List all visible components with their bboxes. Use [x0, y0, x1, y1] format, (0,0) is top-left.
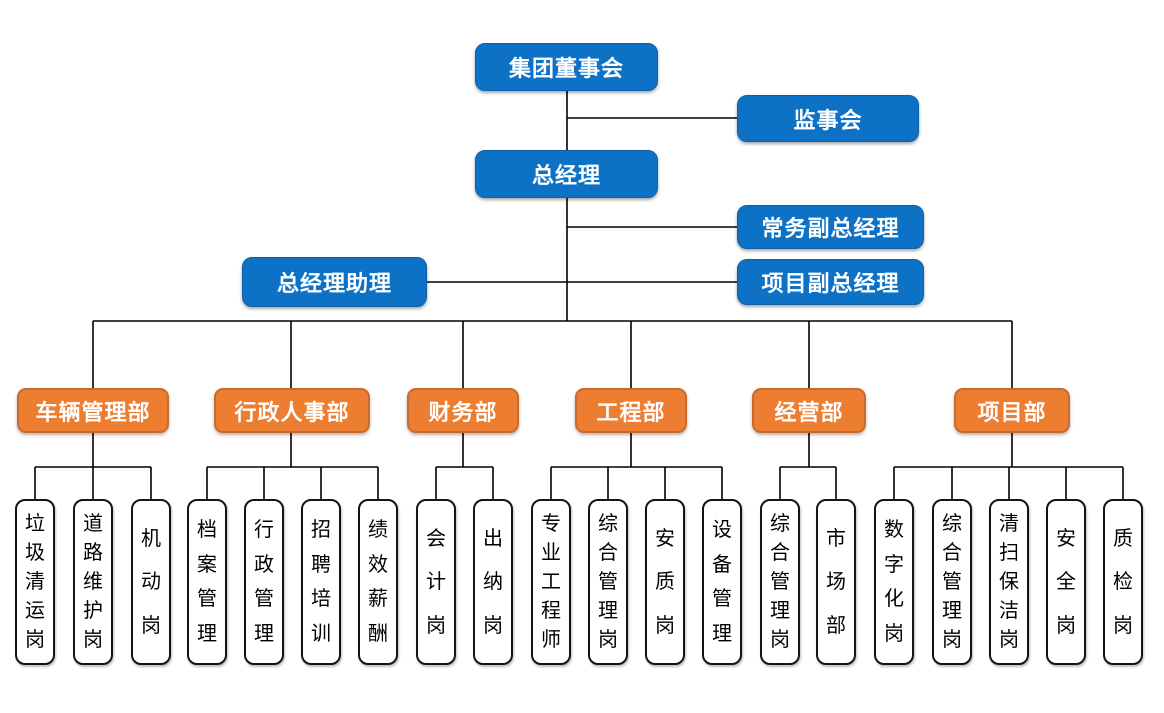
position-node: 道路维护岗 — [73, 499, 113, 665]
group-board-node: 集团董事会 — [475, 43, 658, 91]
position-node: 会计岗 — [416, 499, 456, 665]
position-node: 市场部 — [816, 499, 856, 665]
position-node: 综合管理岗 — [760, 499, 800, 665]
position-node: 专业工程师 — [531, 499, 571, 665]
position-node: 设备管理 — [702, 499, 742, 665]
position-node: 安质岗 — [645, 499, 685, 665]
position-node: 档案管理 — [187, 499, 227, 665]
dept-project-node: 项目部 — [954, 388, 1070, 433]
position-node: 综合管理岗 — [588, 499, 628, 665]
gm-assistant-node: 总经理助理 — [242, 257, 427, 307]
dept-admin-hr-node: 行政人事部 — [214, 388, 370, 433]
project-deputy-gm-node: 项目副总经理 — [737, 259, 924, 305]
position-node: 行政管理 — [244, 499, 284, 665]
position-node: 招聘培训 — [301, 499, 341, 665]
position-node: 安全岗 — [1046, 499, 1086, 665]
position-node: 绩效薪酬 — [358, 499, 398, 665]
general-manager-node: 总经理 — [475, 150, 658, 198]
position-node: 清扫保洁岗 — [989, 499, 1029, 665]
position-node: 出纳岗 — [473, 499, 513, 665]
supervisory-board-node: 监事会 — [737, 95, 919, 142]
position-node: 数字化岗 — [874, 499, 914, 665]
position-node: 质检岗 — [1103, 499, 1143, 665]
position-node: 垃圾清运岗 — [15, 499, 55, 665]
executive-deputy-gm-node: 常务副总经理 — [737, 205, 924, 249]
dept-vehicle-management-node: 车辆管理部 — [17, 388, 169, 433]
position-node: 机动岗 — [131, 499, 171, 665]
position-node: 综合管理岗 — [932, 499, 972, 665]
dept-engineering-node: 工程部 — [575, 388, 687, 433]
connector-path — [34, 91, 1124, 500]
dept-operations-node: 经营部 — [752, 388, 866, 433]
dept-finance-node: 财务部 — [407, 388, 519, 433]
